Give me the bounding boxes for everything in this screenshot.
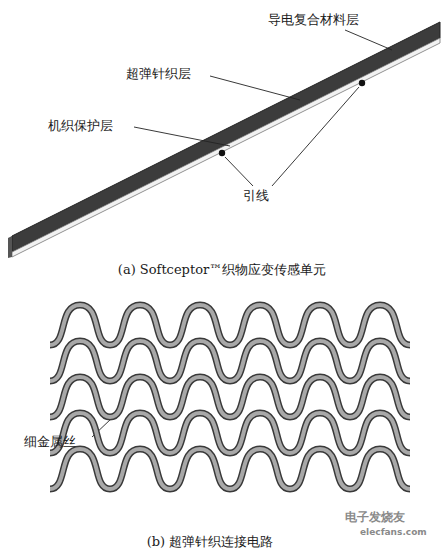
conductive-layer <box>12 22 440 252</box>
part-label: 引线 <box>243 188 269 204</box>
watermark: 电子发烧友 <box>345 510 405 524</box>
part-label: 导电复合材料层 <box>268 12 359 28</box>
watermark: elecfans.com <box>360 527 427 538</box>
lead-dot <box>219 150 225 156</box>
part-label: 机织保护层 <box>48 118 113 134</box>
part-label: 细金属丝 <box>24 434 76 450</box>
subfigure-caption: (a) Softceptor™织物应变传感单元 <box>118 262 326 278</box>
knit-wire <box>50 305 410 489</box>
strip-end <box>8 236 12 258</box>
lead-dot <box>359 80 365 86</box>
subfigure-caption: (b) 超弹针织连接电路 <box>147 534 274 550</box>
part-label: 超弹针织层 <box>126 66 191 82</box>
protective-layer <box>12 38 440 257</box>
